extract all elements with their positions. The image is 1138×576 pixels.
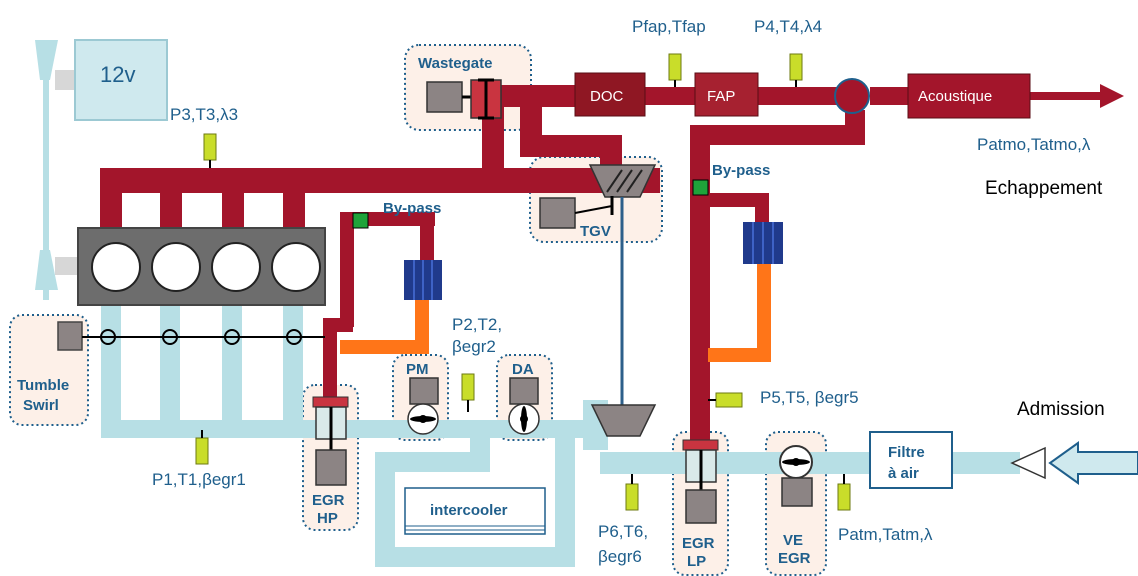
- air-inlet-arrow: [1048, 441, 1138, 485]
- sensor-patm-label: Patm,Tatm,λ: [838, 525, 933, 544]
- battery-label: 12v: [100, 62, 135, 87]
- pm-throttle: [407, 377, 439, 435]
- exhaust-junction: [834, 78, 870, 114]
- filtre-label-2: à air: [888, 465, 919, 482]
- cylinder-4: [271, 242, 321, 292]
- swirl-label: Swirl: [23, 397, 59, 414]
- ve-egr-label-1: VE: [783, 532, 803, 549]
- sensor-patm: [837, 474, 851, 511]
- pm-label: PM: [406, 361, 429, 378]
- sensor-p6: [625, 474, 639, 511]
- doc-block: DOC: [574, 72, 646, 117]
- intercooler-label: intercooler: [430, 502, 508, 519]
- sensor-p4-label: P4,T4,λ4: [754, 17, 822, 36]
- bypass-lp-label: By-pass: [712, 162, 770, 179]
- battery-12v: 12v: [74, 39, 168, 121]
- exhaust-outlet: [1030, 84, 1124, 108]
- intercooler-block: [404, 487, 546, 535]
- bypass-hp-valve: [352, 212, 369, 229]
- ve-egr-valve: [779, 445, 813, 507]
- hp-egr-cooler: [404, 260, 442, 300]
- engine-block: [77, 227, 326, 306]
- sensor-pfap: [668, 53, 682, 87]
- egr-hp-label-1: EGR: [312, 492, 345, 509]
- cylinder-3: [211, 242, 261, 292]
- sensor-p2-label-2: βegr2: [452, 337, 496, 356]
- sensor-patmo-label: Patmo,Tatmo,λ: [977, 135, 1091, 154]
- sensor-p3: [203, 133, 217, 168]
- egr-lp-label-2: LP: [687, 553, 706, 570]
- egr-cooled-lines: [340, 262, 771, 362]
- wastegate-actuator: [426, 78, 502, 120]
- sensor-p3-label: P3,T3,λ3: [170, 105, 238, 124]
- sensor-p2-label-1: P2,T2,: [452, 315, 502, 334]
- sensors: [195, 53, 851, 511]
- cylinder-2: [151, 242, 201, 292]
- egr-lp-valve: [682, 439, 719, 524]
- fap-label: FAP: [707, 88, 735, 105]
- filtre-label-1: Filtre: [888, 444, 925, 461]
- da-label: DA: [512, 361, 534, 378]
- admission-label: Admission: [1017, 399, 1105, 420]
- sensor-p2: [461, 373, 475, 412]
- sensor-p6-label-2: βegr6: [598, 547, 642, 566]
- tgv-label: TGV: [580, 223, 611, 240]
- fap-block: FAP: [694, 72, 759, 117]
- lp-egr-cooler: [743, 222, 783, 264]
- tumble-swirl-shaft: [57, 321, 325, 351]
- exhaust-pipes: [100, 85, 910, 455]
- egr-hp-label-2: HP: [317, 510, 338, 527]
- egr-hp-valve: [312, 396, 349, 486]
- bypass-hp-label: By-pass: [383, 200, 441, 217]
- air-inlet-nozzle: [1010, 446, 1046, 480]
- doc-label: DOC: [590, 88, 624, 105]
- sensor-p1: [195, 430, 209, 465]
- egr-lp-label-1: EGR: [682, 535, 715, 552]
- air-filter-block: [869, 431, 953, 489]
- sensor-p4: [789, 53, 803, 87]
- compressor: [590, 404, 657, 437]
- sensor-pfap-label: Pfap,Tfap: [632, 17, 706, 36]
- ve-egr-label-2: EGR: [778, 550, 811, 567]
- echappement-label: Echappement: [985, 178, 1103, 199]
- turbine-tgv: [539, 164, 657, 229]
- tumble-label: Tumble: [17, 377, 69, 394]
- sensor-p5: [708, 392, 743, 408]
- acoustique-label: Acoustique: [918, 88, 992, 105]
- da-throttle: [508, 377, 540, 435]
- cylinder-1: [91, 242, 141, 292]
- wastegate-label: Wastegate: [418, 55, 492, 72]
- sensor-p6-label-1: P6,T6,: [598, 522, 648, 541]
- sensor-p5-label: P5,T5, βegr5: [760, 388, 859, 407]
- bypass-lp-valve: [692, 179, 709, 196]
- sensor-p1-label: P1,T1,βegr1: [152, 470, 246, 489]
- acoustique-block: Acoustique: [907, 73, 1031, 119]
